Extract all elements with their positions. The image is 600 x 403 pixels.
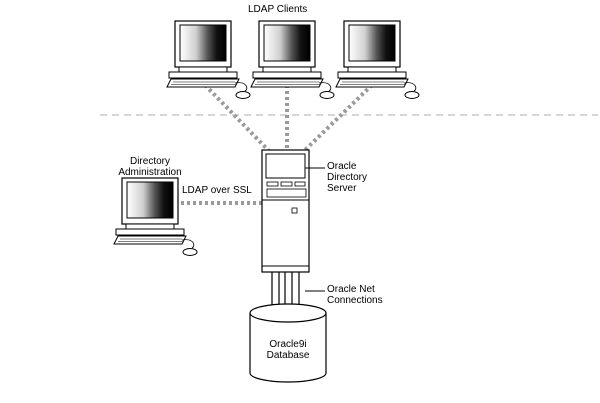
server-tower-icon <box>261 149 310 273</box>
net-label-line2: Connections <box>327 295 383 306</box>
server-label-line3: Server <box>327 183 357 194</box>
net-label-line1: Oracle Net <box>327 284 375 295</box>
ldap-client-3-icon <box>335 20 420 100</box>
client-3-link <box>301 83 374 154</box>
server-label-line2: Directory <box>327 172 367 183</box>
admin-label-line1: Directory <box>130 156 170 167</box>
db-label-line1: Oracle9i <box>269 339 306 350</box>
oracle-net-cables <box>271 272 300 305</box>
db-label-line2: Database <box>267 350 310 361</box>
server-label-line1: Oracle <box>327 161 357 172</box>
admin-label-line2: Administration <box>118 167 181 178</box>
link-label: LDAP over SSL <box>182 185 252 196</box>
ldap-clients-label: LDAP Clients <box>248 4 307 15</box>
ldap-client-1-icon <box>166 20 251 100</box>
ldap-client-2-icon <box>250 20 335 100</box>
database-cylinder-icon <box>249 303 327 383</box>
network-connections <box>175 83 374 205</box>
